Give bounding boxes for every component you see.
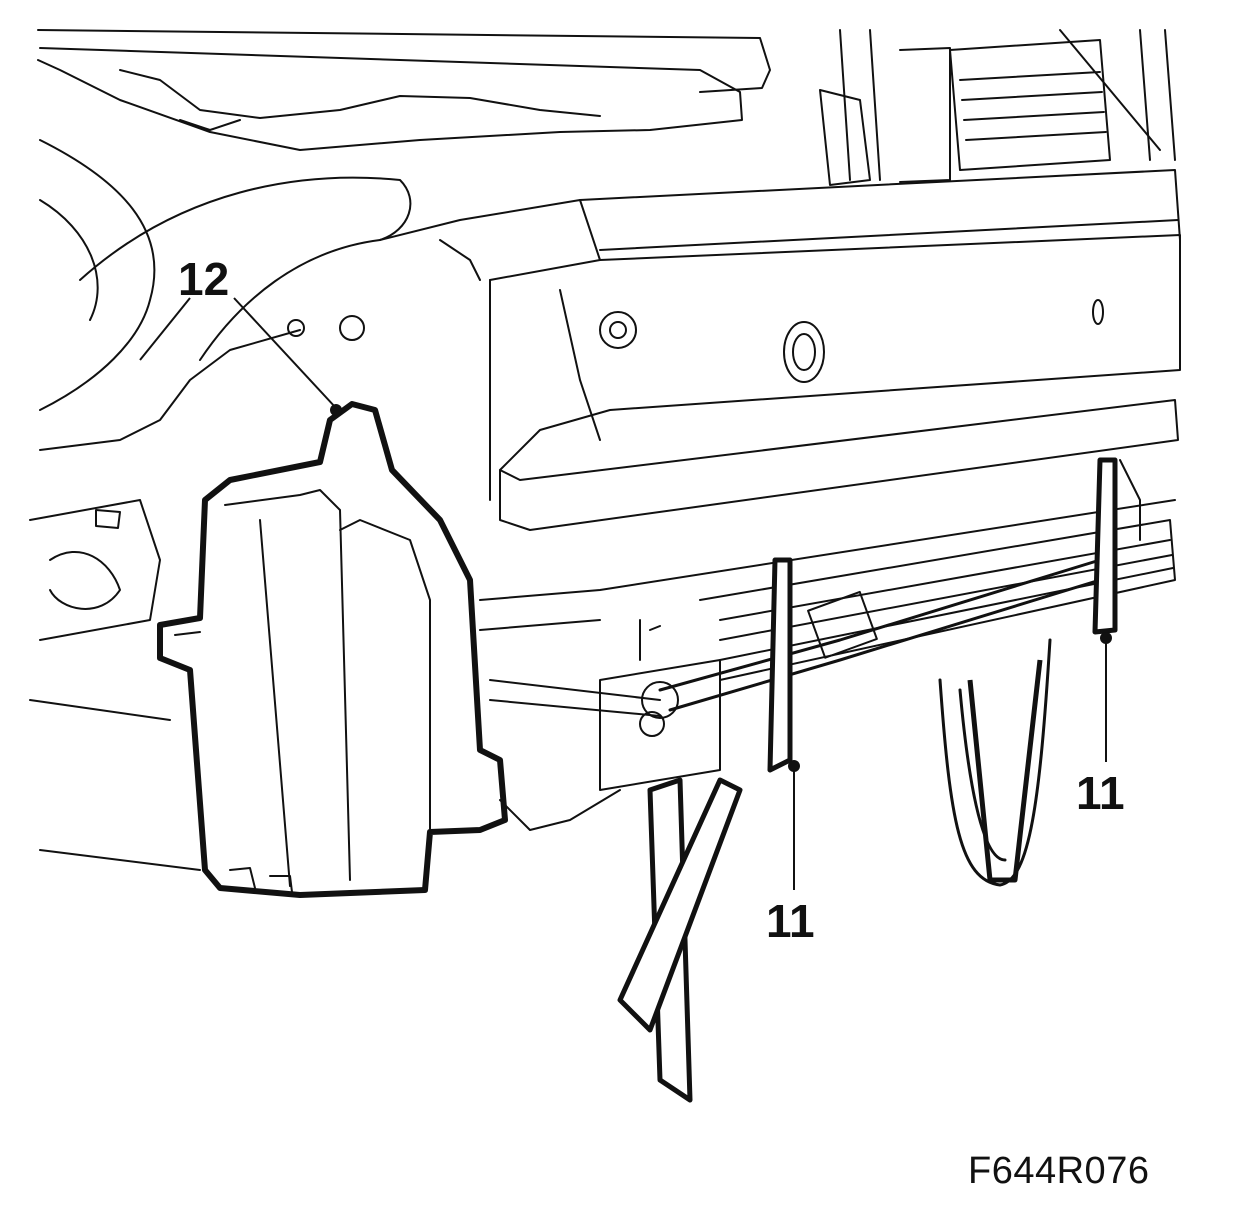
callout-12: 12 <box>178 253 230 305</box>
leader-lines <box>139 297 1112 890</box>
washer-reservoir <box>157 401 508 898</box>
callout-11-left: 11 <box>766 895 815 947</box>
straps <box>617 457 1118 1103</box>
figure-code: F644R076 <box>968 1150 1150 1192</box>
engine-bay-background <box>29 29 771 871</box>
oil-cooler <box>479 459 1176 831</box>
radiator-cross-member <box>489 169 1181 531</box>
callout-11-right: 11 <box>1076 767 1125 819</box>
upper-right-structure <box>819 29 1176 186</box>
